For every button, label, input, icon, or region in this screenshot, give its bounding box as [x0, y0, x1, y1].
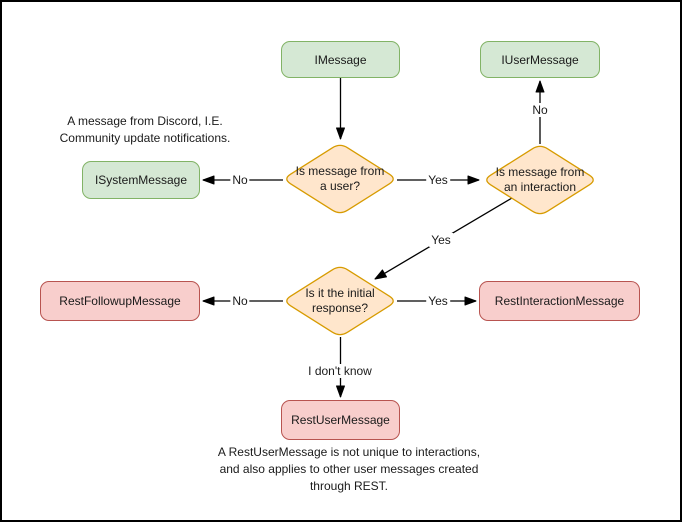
decision-from-interaction-shape	[486, 145, 594, 215]
decision-initial-response-label: Is it the initial response?	[305, 286, 375, 315]
edge-label-yes-initial: Yes	[429, 233, 453, 247]
node-restinteractionmessage: RestInteractionMessage	[479, 281, 640, 321]
note-system-message: A message from Discord, I.E. Community u…	[59, 114, 231, 145]
decision-initial-response-shape	[286, 266, 394, 336]
edge-label-no-usermessage: No	[530, 103, 550, 117]
node-restfollowupmessage: RestFollowupMessage	[40, 281, 200, 321]
edge-label-no-system: No	[230, 173, 250, 187]
edge-label-yes-interactionmessage: Yes	[426, 294, 450, 308]
decision-from-interaction-label: Is message from an interaction	[495, 165, 585, 194]
decision-from-user-label: Is message from a user?	[295, 164, 385, 193]
edge-label-i-dont-know: I don't know	[306, 364, 374, 378]
edge-label-yes-interaction: Yes	[426, 173, 450, 187]
decision-from-user-shape	[286, 144, 394, 214]
node-isystemmessage: ISystemMessage	[82, 161, 200, 199]
node-restusermessage: RestUserMessage	[281, 400, 400, 440]
node-iusermessage: IUserMessage	[480, 41, 600, 78]
note-rest-user-message: A RestUserMessage is not unique to inter…	[217, 445, 481, 493]
edge-label-no-followup: No	[230, 294, 250, 308]
node-imessage: IMessage	[281, 41, 400, 78]
